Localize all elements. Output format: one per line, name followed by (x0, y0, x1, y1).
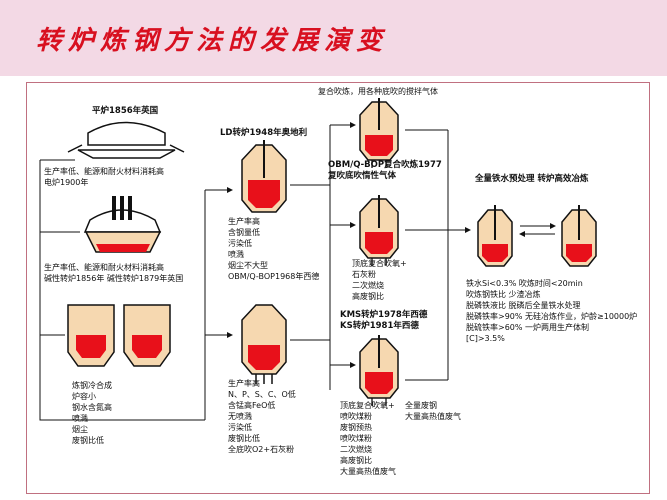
open-hearth-label: 平炉1856年英国 (92, 106, 159, 116)
ld-converter-icon (241, 140, 287, 213)
diagram-frame (26, 82, 650, 494)
combined-blowing-top-label: 复合吹炼，用各种底吹的搅拌气体 (318, 87, 438, 96)
side-blown-converter-icon-2 (123, 304, 171, 367)
open-hearth-furnace-icon (67, 121, 185, 159)
combined-converter-icon-top (359, 98, 399, 168)
combined-blowing-title: OBM/Q-BOP复合吹炼1977 复吹底吹惰性气体 (328, 160, 442, 181)
obm-converter-icon (241, 304, 287, 384)
side-blown-converter-icon-1 (67, 304, 115, 367)
electric-furnace-icon (83, 196, 162, 253)
title-band (0, 0, 667, 76)
left-connector-lines (39, 159, 233, 421)
side-blown-description: 炼钢冷合成 炉容小 钢水含氮高 喷溅 烟尘 废钢比低 (72, 381, 112, 445)
kms-converter-description: 顶底复合吹氧+ 喷吹煤粉 废钢预热 喷吹煤粉 二次燃烧 高废钢比 大量高热值废气 (340, 401, 396, 476)
combined-converter-icon-middle (359, 195, 399, 266)
decarburization-converter-icon (561, 205, 597, 267)
full-scrap-description: 全量废钢 大量高热值废气 (405, 401, 461, 421)
middle-connector-lines (290, 122, 356, 390)
open-hearth-description: 生产率低、能源和耐火材料消耗高 电炉1900年 (44, 167, 164, 187)
combined-blowing-description: 顶底复合吹氧+ 石灰粉 二次燃烧 高废钢比 (352, 259, 407, 301)
dephosphorization-converter-icon (477, 205, 513, 267)
kms-converter-icon (359, 335, 399, 406)
ld-converter-description: 生产率高 含钢量低 污染低 喷溅 烟尘不大型 OBM/Q-BOP1968年西德 (228, 217, 320, 281)
right-section-title: 全量铁水预处理 转炉高效冶炼 (475, 174, 589, 184)
page-title: 转炉炼钢方法的发展演变 (36, 26, 389, 56)
obm-converter-description: 生产率高 N、P、S、C、O低 含锰高FeO低 无喷溅 污染低 废钢比低 全底吹… (228, 379, 296, 454)
right-section-description: 铁水Si<0.3% 吹炼时间<20min 吹炼钢铁比 少渣冶炼 脱磷铁液比 脱磷… (466, 279, 638, 343)
ld-converter-title: LD转炉1948年奥地利 (220, 128, 308, 138)
right-connector-lines (405, 129, 556, 381)
kms-converter-title: KMS转炉1978年西德 KS转炉1981年西德 (340, 310, 428, 331)
bessemer-description: 生产率低、能源和耐火材料消耗高 碱性转炉1856年 碱性转炉1879年英国 (44, 263, 184, 283)
